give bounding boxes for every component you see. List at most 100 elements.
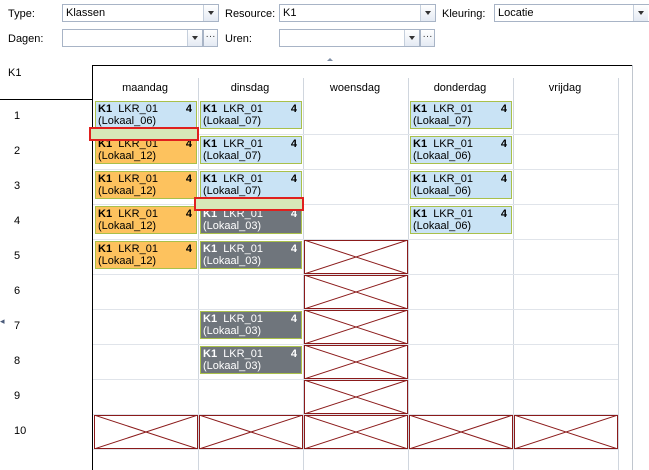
lesson-teacher: LKR_01: [118, 138, 158, 150]
lesson-class: K1: [98, 173, 113, 185]
lesson-count: 4: [290, 173, 297, 185]
column-separator: [618, 78, 619, 470]
uren-select[interactable]: [279, 29, 420, 47]
lesson-class: K1: [413, 173, 428, 185]
lesson-room: (Lokaal_03): [203, 360, 262, 372]
chevron-down-icon[interactable]: [420, 5, 435, 21]
drop-target-highlight[interactable]: [89, 127, 199, 141]
row-separator: [93, 344, 618, 345]
lesson-class: K1: [98, 243, 113, 255]
chevron-down-icon[interactable]: [404, 30, 419, 46]
blocked-slot[interactable]: [199, 415, 303, 449]
blocked-slot[interactable]: [304, 380, 408, 414]
blocked-slot[interactable]: [514, 415, 618, 449]
lesson-count: 4: [500, 173, 507, 185]
resource-value: K1: [283, 7, 297, 19]
panel-splitter[interactable]: [0, 58, 649, 64]
lesson-teacher: LKR_01: [433, 138, 473, 150]
period-label-6: 6: [14, 285, 21, 297]
lesson-teacher: LKR_01: [223, 208, 263, 220]
row-separator: [93, 134, 618, 135]
day-header-4[interactable]: vrijdag: [548, 82, 582, 94]
lesson-teacher: LKR_01: [433, 208, 473, 220]
lesson-room: (Lokaal_12): [98, 150, 157, 162]
blocked-slot[interactable]: [304, 240, 408, 274]
schedule-grid: K1 maandag dinsdag woensdag donderdag vrijda…: [0, 64, 649, 470]
drop-target-highlight[interactable]: [194, 197, 304, 211]
day-header-0[interactable]: maandag: [122, 82, 168, 94]
lesson-class: K1: [203, 138, 218, 150]
type-value: Klassen: [66, 7, 106, 19]
blocked-slot[interactable]: [409, 415, 513, 449]
blocked-slot[interactable]: [304, 415, 408, 449]
row-separator: [93, 239, 618, 240]
row-separator: [93, 204, 618, 205]
lesson-room: (Lokaal_06): [413, 150, 472, 162]
lesson-count: 4: [185, 208, 192, 220]
dagen-select[interactable]: [62, 29, 203, 47]
row-separator: [93, 309, 618, 310]
period-label-4: 4: [14, 215, 21, 227]
lesson-count: 4: [185, 138, 192, 150]
lesson-class: K1: [203, 348, 218, 360]
blocked-slot[interactable]: [304, 345, 408, 379]
chevron-down-icon[interactable]: [187, 30, 202, 46]
dagen-ellipsis-button[interactable]: ···: [203, 29, 218, 47]
lesson-class: K1: [413, 138, 428, 150]
lesson-class: K1: [413, 208, 428, 220]
chevron-down-icon[interactable]: [203, 5, 218, 21]
lesson-class: K1: [203, 313, 218, 325]
kleuring-select[interactable]: Locatie: [494, 4, 649, 22]
expand-left-icon[interactable]: ◂: [0, 316, 5, 326]
lesson-count: 4: [290, 208, 297, 220]
dagen-label: Dagen:: [8, 33, 44, 45]
blocked-slot[interactable]: [94, 415, 198, 449]
period-label-8: 8: [14, 355, 21, 367]
period-label-1: 1: [14, 110, 21, 122]
uren-ellipsis-button[interactable]: ···: [420, 29, 435, 47]
lesson-teacher: LKR_01: [118, 208, 158, 220]
day-header-2[interactable]: woensdag: [329, 82, 381, 94]
lesson-room: (Lokaal_07): [413, 115, 472, 127]
blocked-slot[interactable]: [304, 310, 408, 344]
lesson-count: 4: [290, 313, 297, 325]
lesson-teacher: LKR_01: [223, 243, 263, 255]
lesson-room: (Lokaal_06): [98, 115, 157, 127]
period-label-9: 9: [14, 390, 21, 402]
chevron-down-icon[interactable]: [633, 5, 648, 21]
lesson-room: (Lokaal_06): [413, 185, 472, 197]
day-header-3[interactable]: donderdag: [433, 82, 487, 94]
lesson-class: K1: [98, 138, 113, 150]
lesson-class: K1: [203, 243, 218, 255]
type-select[interactable]: Klassen: [62, 4, 219, 22]
period-label-7: 7: [14, 320, 21, 332]
row-separator: [93, 169, 618, 170]
kleuring-label: Kleuring:: [442, 8, 486, 20]
day-header-1[interactable]: dinsdag: [230, 82, 270, 94]
lesson-room: (Lokaal_07): [203, 115, 262, 127]
collapse-up-icon[interactable]: [327, 58, 333, 61]
lesson-room: (Lokaal_03): [203, 325, 262, 337]
lesson-count: 4: [185, 243, 192, 255]
row-separator: [93, 449, 618, 450]
resource-select[interactable]: K1: [279, 4, 436, 22]
lesson-teacher: LKR_01: [433, 103, 473, 115]
lesson-class: K1: [413, 103, 428, 115]
blocked-slot[interactable]: [304, 275, 408, 309]
lesson-room: (Lokaal_03): [203, 255, 262, 267]
kleuring-value: Locatie: [498, 7, 534, 19]
